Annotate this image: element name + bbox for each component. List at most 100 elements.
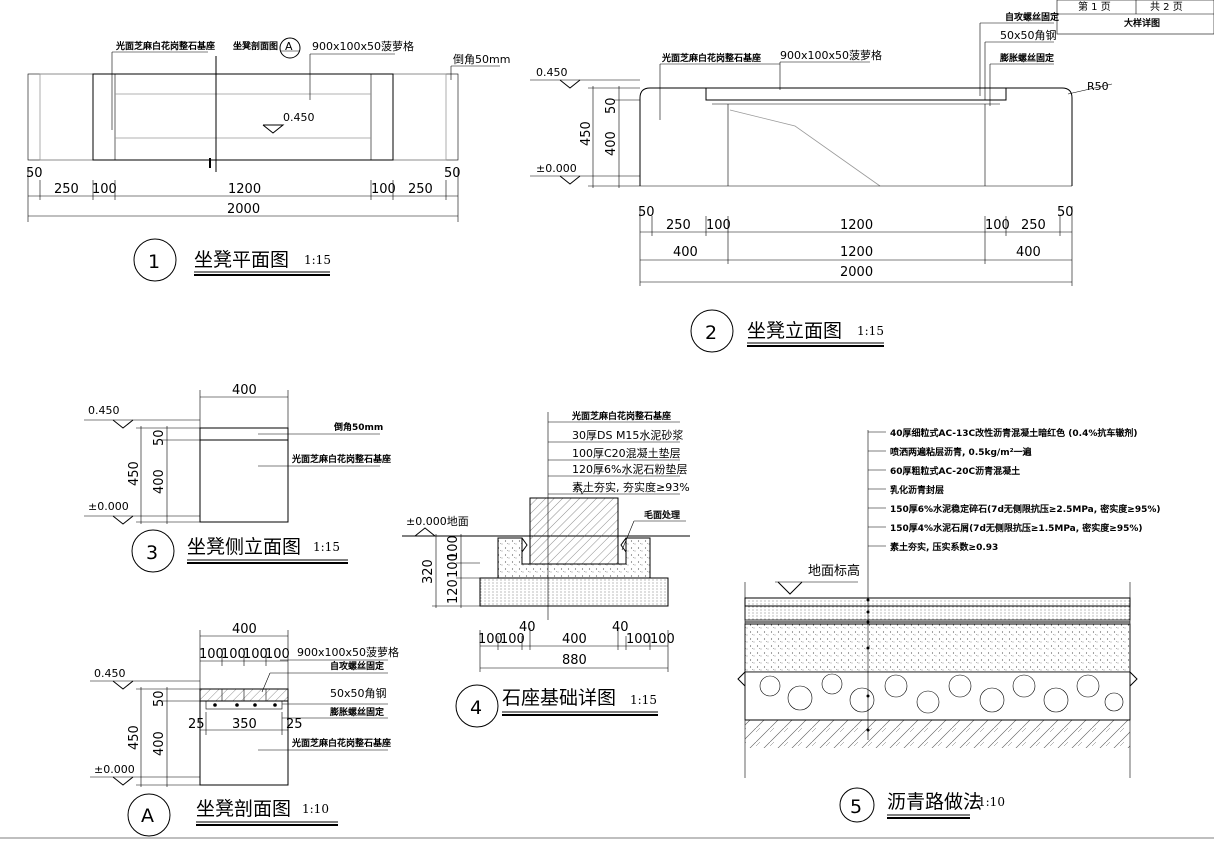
plan-dim-250a: 250 [54, 182, 79, 197]
elev-h50: 50 [604, 97, 619, 114]
elev-dim-1200a: 1200 [840, 218, 873, 233]
found-dim-880: 880 [562, 653, 587, 668]
elev-dim-100b: 100 [985, 218, 1010, 233]
plan-view: 0.450 光面芝麻白花岗整石基座 坐凳剖面图 A 900x100x50菠萝格 … [26, 37, 510, 282]
page-number: 第 1 页 [1078, 0, 1111, 13]
plan-dim-50a: 50 [26, 166, 43, 181]
elev-dim-250a: 250 [666, 218, 691, 233]
asphalt-view-number: 5 [850, 796, 862, 818]
plan-section-mark: A [285, 40, 293, 53]
found-layer-4: 120厚6%水泥石粉垫层 [572, 462, 687, 476]
plan-chamfer-label: 倒角50mm [453, 53, 510, 66]
found-dim-400: 400 [562, 632, 587, 647]
sec-w400: 400 [232, 622, 257, 637]
elev-wood-label: 900x100x50菠萝格 [780, 48, 882, 62]
sec-h450: 450 [127, 725, 142, 750]
found-layer-1: 光面芝麻白花岗整石基座 [571, 410, 671, 422]
side-level-zero: ±0.000 [88, 500, 129, 513]
sec-d100c: 100 [243, 647, 268, 662]
asphalt-layer-7: 素土夯实, 压实系数≥0.93 [890, 541, 998, 553]
sec-view-title: 坐凳剖面图 [196, 798, 291, 820]
asphalt-ground-label: 地面标高 [808, 563, 860, 579]
asphalt-layer-1: 40厚细粒式AC-13C改性沥青混凝土暗红色 (0.4%抗车辙剂) [890, 427, 1138, 439]
elevation-view: 光面芝麻白花岗整石基座 900x100x50菠萝格 自攻螺丝固定 50x50角钢… [530, 11, 1113, 353]
plan-section-label: 坐凳剖面图 [233, 40, 278, 52]
sec-d25a: 25 [188, 717, 205, 732]
sec-bolt-label: 膨胀螺丝固定 [329, 706, 385, 718]
found-dim-40b: 40 [612, 620, 629, 635]
sec-angle-label: 50x50角钢 [330, 687, 387, 700]
elev-dim-1200b: 1200 [840, 245, 873, 260]
found-dim-100a: 100 [478, 632, 503, 647]
plan-view-number: 1 [148, 251, 160, 273]
asphalt-view-title: 沥青路做法 [887, 791, 982, 813]
side-chamfer-label: 倒角50mm [333, 421, 383, 433]
sec-level-zero: ±0.000 [94, 763, 135, 776]
plan-dim-100a: 100 [92, 182, 117, 197]
elev-h450: 450 [579, 121, 594, 146]
side-view-number: 3 [146, 542, 158, 564]
elev-view-number: 2 [705, 322, 717, 344]
asphalt-layer-4: 乳化沥青封层 [890, 484, 944, 496]
elev-dim-50a: 50 [638, 205, 655, 220]
elev-dim-2000: 2000 [840, 265, 873, 280]
elev-dim-400a: 400 [673, 245, 698, 260]
gravel-pattern [759, 673, 1124, 714]
found-layer-3: 100厚C20混凝土垫层 [572, 446, 681, 460]
found-dim-100b: 100 [500, 632, 525, 647]
plan-view-title: 坐凳平面图 [194, 249, 289, 271]
sec-wood-label: 900x100x50菠萝格 [297, 645, 399, 659]
found-view-title: 石座基础详图 [502, 687, 616, 709]
found-ground-label: ±0.000地面 [406, 515, 469, 528]
side-view-scale: 1:15 [313, 540, 340, 554]
asphalt-layer-6: 150厚4%水泥石屑(7d无侧限抗压≥1.5MPa, 密实度≥95%) [890, 522, 1143, 534]
section-view: 400 100 100 100 100 25 350 25 900x100x50… [90, 622, 399, 837]
found-dim-100c: 100 [626, 632, 651, 647]
sec-d100b: 100 [221, 647, 246, 662]
asphalt-layer-2: 喷洒两遍粘层沥青, 0.5kg/m²一遍 [890, 446, 1033, 458]
side-h400: 400 [152, 469, 167, 494]
found-h320: 320 [421, 559, 436, 584]
found-layer-5: 素土夯实, 夯实度≥93% [572, 480, 690, 494]
elev-dim-50b: 50 [1057, 205, 1074, 220]
plan-dim-50b: 50 [444, 166, 461, 181]
sec-d350: 350 [232, 717, 257, 732]
found-view-number: 4 [470, 697, 482, 719]
asphalt-layer-3: 60厚粗粒式AC-20C沥青混凝土 [890, 465, 1020, 477]
found-rough-label: 毛面处理 [644, 509, 680, 521]
elev-h400: 400 [604, 131, 619, 156]
drawing-name: 大样详图 [1124, 17, 1160, 29]
sec-level-top: 0.450 [94, 667, 126, 680]
sec-h50: 50 [152, 690, 167, 707]
found-h120: 120 [446, 579, 461, 604]
sec-h400: 400 [152, 731, 167, 756]
found-dim-100d: 100 [650, 632, 675, 647]
side-level-top: 0.450 [88, 404, 120, 417]
plan-wood-label: 900x100x50菠萝格 [312, 39, 414, 53]
elev-level-zero: ±0.000 [536, 162, 577, 175]
found-view-scale: 1:15 [630, 693, 657, 707]
found-layer-2: 30厚DS M15水泥砂浆 [572, 428, 683, 442]
found-h100b: 100 [446, 553, 461, 578]
found-h100a: 100 [446, 535, 461, 560]
elev-dim-400b: 400 [1016, 245, 1041, 260]
elev-screw-label: 自攻螺丝固定 [1005, 11, 1060, 23]
sec-d100a: 100 [199, 647, 224, 662]
side-view: 400 倒角50mm 光面芝麻白花岗整石基座 0.450 ±0.000 450 … [84, 383, 391, 573]
found-dim-40a: 40 [519, 620, 536, 635]
sec-view-scale: 1:10 [302, 802, 329, 816]
plan-view-scale: 1:15 [304, 253, 331, 267]
plan-dim-100b: 100 [371, 182, 396, 197]
elev-bolt-label: 膨胀螺丝固定 [999, 52, 1055, 64]
sec-stone-label: 光面芝麻白花岗整石基座 [291, 737, 391, 749]
sec-screw-label: 自攻螺丝固定 [330, 660, 385, 672]
title-block: 第 1 页 共 2 页 大样详图 [1056, 0, 1214, 35]
asphalt-layer-5: 150厚6%水泥稳定碎石(7d无侧限抗压≥2.5MPa, 密实度≥95%) [890, 503, 1161, 515]
side-h50: 50 [152, 429, 167, 446]
plan-dim-1200: 1200 [228, 182, 261, 197]
elev-level-top: 0.450 [536, 66, 568, 79]
asphalt-view: 地面标高 40厚细粒式AC-13C改性沥青混凝土暗红色 (0.4%抗车辙剂) 喷… [737, 427, 1161, 823]
elev-radius-label: R50 [1087, 80, 1109, 93]
plan-dim-250b: 250 [408, 182, 433, 197]
